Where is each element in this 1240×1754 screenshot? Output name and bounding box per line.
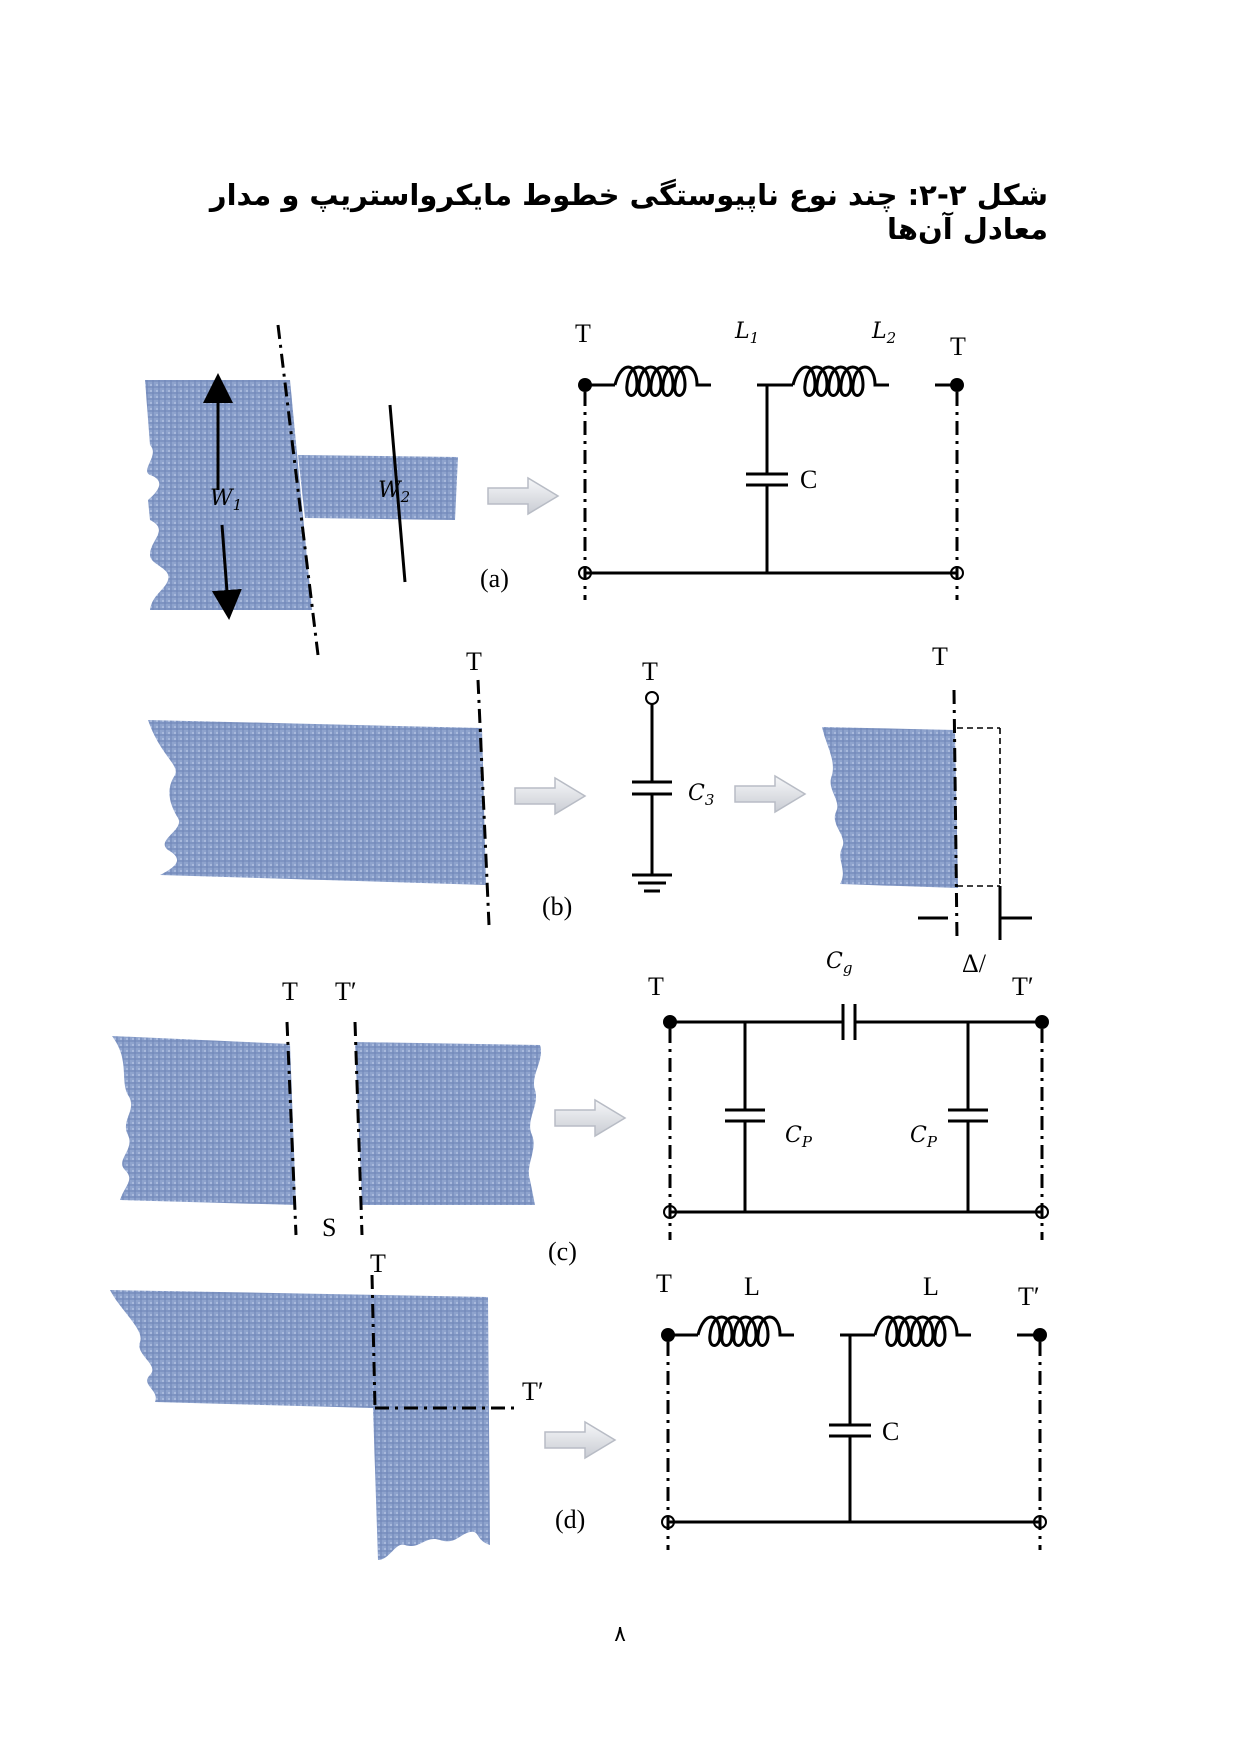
inductor-l1: [613, 365, 713, 397]
cap-label: C: [800, 465, 817, 494]
l1-label: L1: [734, 319, 759, 347]
narrow-strip-w2: [298, 455, 458, 520]
tp-circuit-label: T′: [1018, 1282, 1040, 1311]
panel-d-label: (d): [555, 1505, 585, 1534]
tp-strip-label: T′: [335, 977, 357, 1006]
cp-left-label: CP: [785, 1123, 813, 1151]
wide-strip-w1: [145, 380, 312, 610]
t-circuit-label: T: [648, 972, 664, 1001]
extended-strip: [822, 727, 958, 888]
cap-label: C: [882, 1417, 899, 1446]
l-right-label: L: [923, 1272, 939, 1301]
panel-b-label: (b): [542, 892, 572, 921]
panel-a: W1 W2 (a) T T L1 L2 C: [145, 319, 966, 656]
figure-caption: شکل ۲-۲: چند نوع ناپیوستگی خطوط مایکرواس…: [209, 178, 1048, 246]
open-end-strip: [148, 720, 486, 885]
transform-arrow: [487, 477, 559, 515]
t-strip-label: T: [370, 1249, 386, 1278]
w1-label: W1: [210, 486, 242, 514]
gap-label: S: [322, 1213, 336, 1242]
panel-c: T T′ S (c) T T′ Cg CP CP: [112, 949, 1049, 1266]
transform-arrow: [514, 777, 586, 815]
t-circuit-label: T: [656, 1269, 672, 1298]
panel-c-label: (c): [548, 1237, 577, 1266]
transform-arrow-2: [734, 775, 806, 813]
bend-strip: [110, 1290, 490, 1560]
inductor-l-left: [696, 1315, 796, 1347]
t-strip-label: T: [282, 977, 298, 1006]
inductor-l-right: [873, 1315, 973, 1347]
l2-label: L2: [871, 319, 896, 347]
cp-right-label: CP: [910, 1123, 938, 1151]
gap-strip-left: [112, 1036, 296, 1205]
tp-circuit-label: T′: [1012, 972, 1034, 1001]
gap-strip-right: [355, 1042, 542, 1205]
t-ext-label: T: [932, 642, 948, 671]
tp-strip-label: T′: [522, 1377, 544, 1406]
cg-label: Cg: [826, 949, 852, 977]
page-number: ۸: [614, 1622, 626, 1647]
panel-d: T T′ (d) T T′ L L C: [110, 1249, 1047, 1560]
panel-b: T (b) T C3 T Δ/: [148, 642, 1032, 978]
delta-label: Δ/: [962, 949, 987, 978]
t-left-label: T: [575, 319, 591, 348]
transform-arrow: [544, 1421, 616, 1459]
t-circuit-label: T: [642, 657, 658, 686]
t-strip-label: T: [466, 647, 482, 676]
w2-label: W2: [378, 478, 410, 506]
transform-arrow: [554, 1099, 626, 1137]
l-left-label: L: [744, 1272, 760, 1301]
c3-label: C3: [688, 781, 714, 809]
inductor-l2: [791, 365, 891, 397]
t-right-label: T: [950, 332, 966, 361]
panel-a-label: (a): [480, 564, 509, 593]
